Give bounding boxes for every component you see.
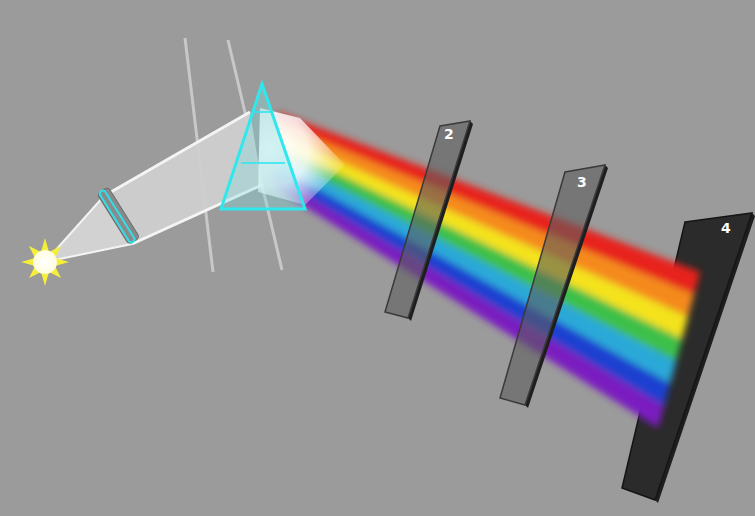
screen-outline [497, 162, 608, 408]
screen-face [385, 121, 470, 318]
callout-number: 4 [721, 220, 731, 236]
screen: 2 [380, 118, 472, 320]
screen-face [622, 213, 752, 500]
screen-face [500, 165, 605, 405]
screen-outline [380, 118, 472, 320]
light-source [21, 238, 69, 286]
lens [97, 187, 140, 245]
prism [221, 84, 305, 209]
callout-number: 3 [577, 174, 587, 190]
callout-number: 2 [444, 126, 454, 142]
screen: 3 [497, 162, 608, 408]
